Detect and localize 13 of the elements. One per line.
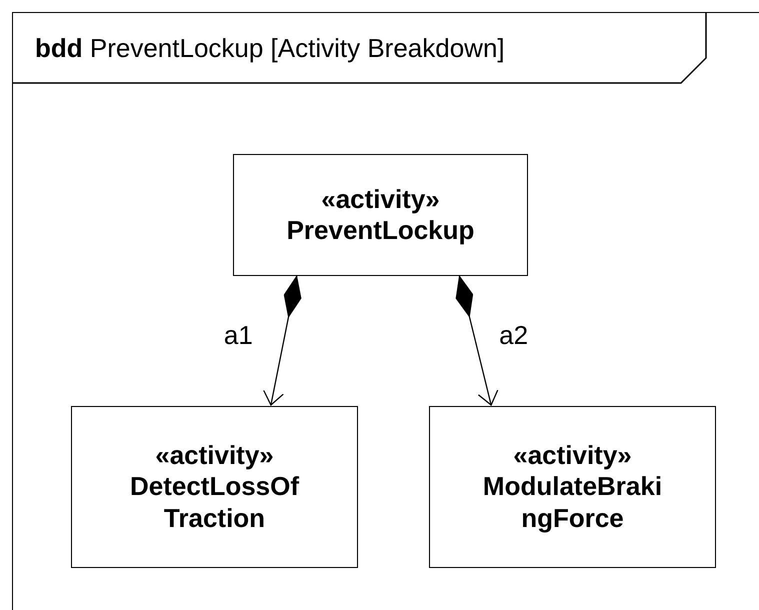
stereotype-text: «activity» bbox=[513, 440, 632, 472]
activity-block bbox=[429, 406, 716, 568]
stereotype-text: «activity» bbox=[321, 184, 440, 215]
composition-connector bbox=[456, 274, 498, 406]
frame-heading: bdd PreventLockup [Activity Breakdown] bbox=[35, 33, 505, 64]
composition-connector bbox=[263, 274, 302, 406]
activity-block bbox=[233, 154, 528, 276]
block-name: PreventLockup bbox=[286, 215, 474, 246]
block-name: ModulateBrakingForce bbox=[482, 471, 664, 534]
activity-block bbox=[71, 406, 358, 568]
diagram-frame bbox=[12, 12, 759, 610]
stereotype-text: «activity» bbox=[155, 440, 274, 472]
block-name: DetectLossOfTraction bbox=[128, 471, 300, 534]
